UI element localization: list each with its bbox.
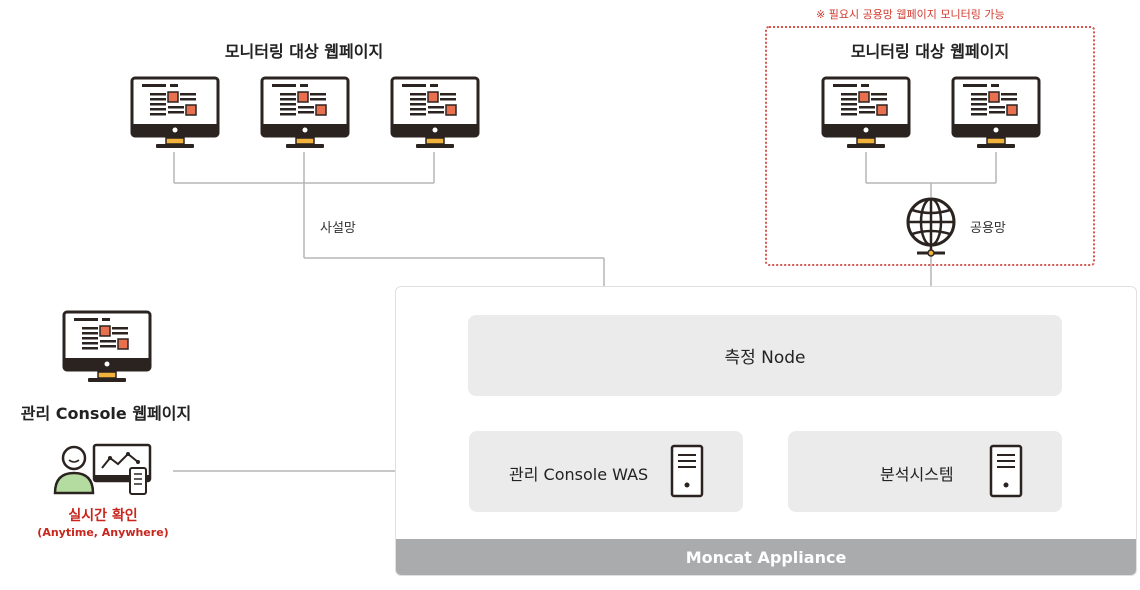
public-network-note: ※ 필요시 공용망 웹페이지 모니터링 가능 bbox=[816, 8, 1005, 21]
analysis-system-panel: 분석시스템 bbox=[788, 431, 1062, 512]
analysis-system-label: 분석시스템 bbox=[880, 465, 954, 484]
realtime-sub-label: (Anytime, Anywhere) bbox=[37, 526, 169, 539]
measure-node-label: 측정 Node bbox=[724, 348, 806, 368]
console-was-panel: 관리 Console WAS bbox=[469, 431, 743, 512]
private-network-label: 사설망 bbox=[320, 221, 356, 236]
monitor-icon bbox=[821, 76, 911, 148]
monitor-icon bbox=[260, 76, 350, 148]
monitor-icon bbox=[130, 76, 220, 148]
realtime-label: 실시간 확인 bbox=[68, 508, 138, 524]
appliance-name: Moncat Appliance bbox=[685, 547, 847, 567]
server-icon bbox=[670, 444, 704, 498]
public-network-label: 공용망 bbox=[970, 221, 1006, 236]
monitor-icon bbox=[390, 76, 480, 148]
server-icon bbox=[989, 444, 1023, 498]
measure-node-panel: 측정 Node bbox=[468, 315, 1062, 396]
left-group-title: 모니터링 대상 웹페이지 bbox=[224, 42, 384, 61]
console-was-label: 관리 Console WAS bbox=[509, 465, 649, 484]
console-monitor-icon bbox=[62, 310, 152, 382]
globe-icon bbox=[906, 197, 956, 257]
public-network-group bbox=[765, 26, 1095, 266]
user-icon bbox=[53, 443, 152, 495]
appliance-name-bar: Moncat Appliance bbox=[396, 539, 1136, 575]
monitor-icon bbox=[951, 76, 1041, 148]
right-group-title: 모니터링 대상 웹페이지 bbox=[850, 42, 1010, 61]
console-webpage-title: 관리 Console 웹페이지 bbox=[20, 404, 192, 423]
